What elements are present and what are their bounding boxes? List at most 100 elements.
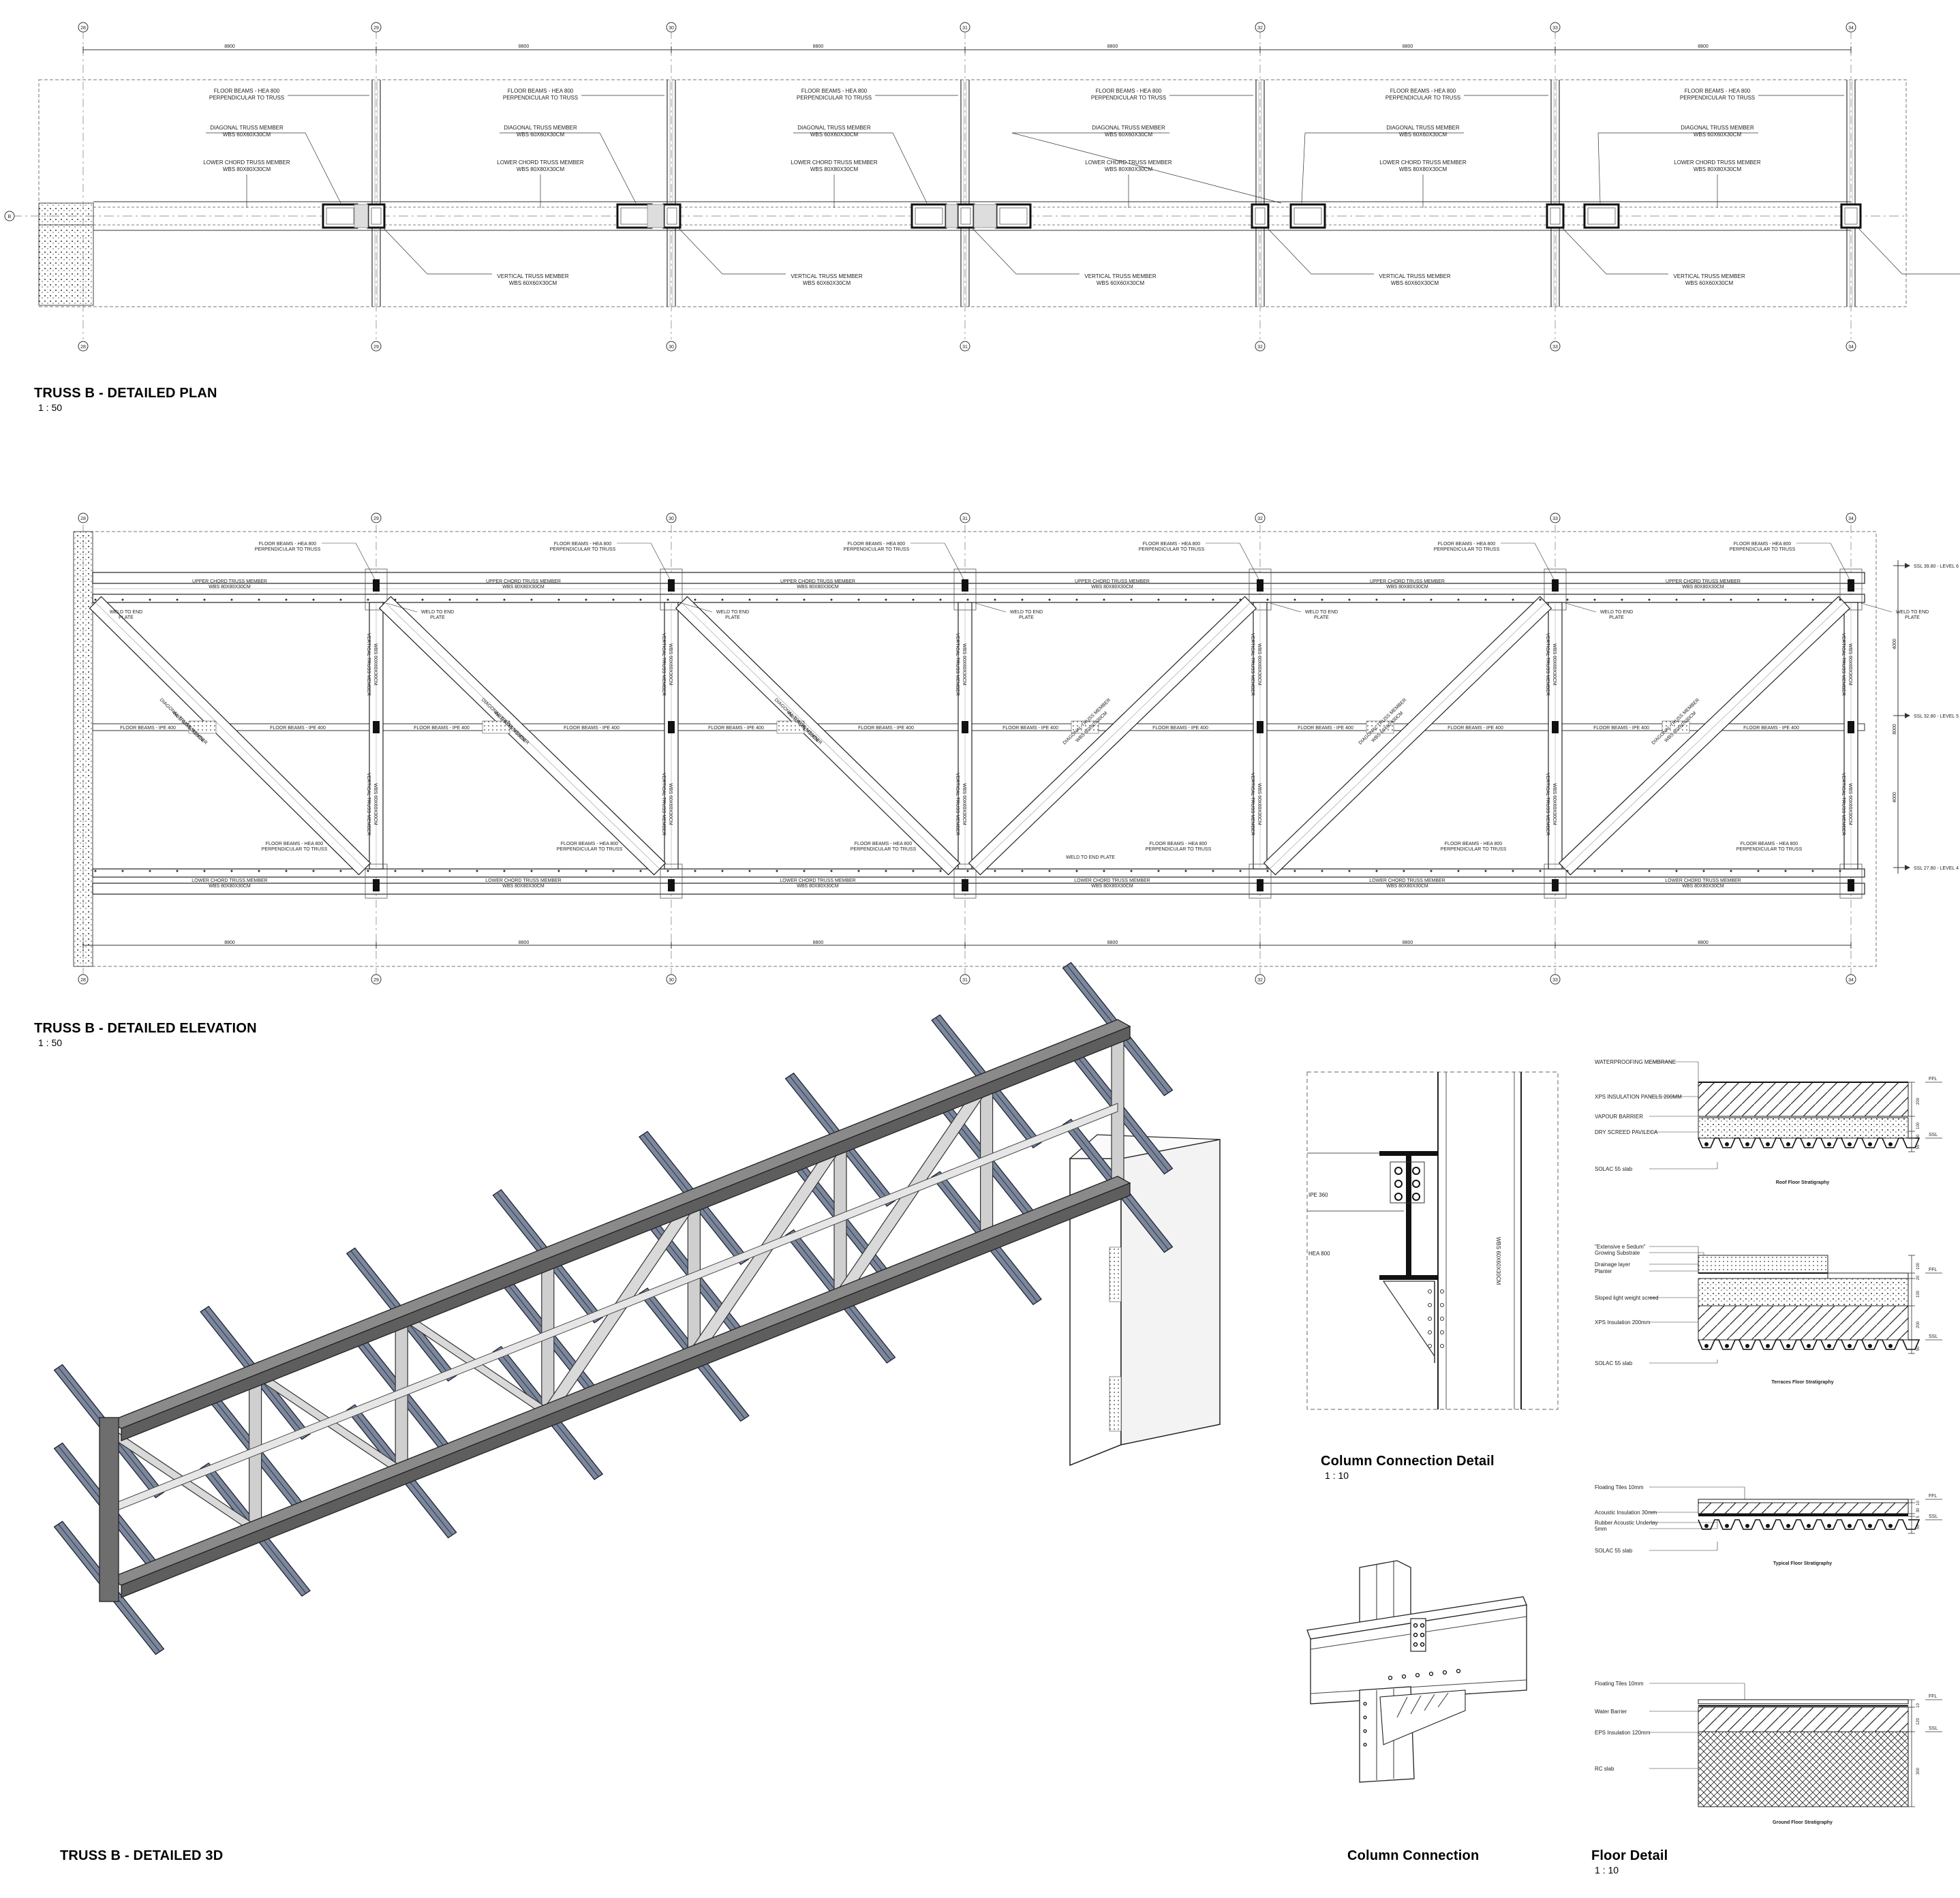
label-hea: HEA 800 [1308, 1251, 1330, 1257]
floor-layer-label: Floating Tiles 10mm [1595, 1681, 1644, 1687]
plan-leader [1301, 132, 1306, 204]
elev-bolt [557, 598, 560, 601]
elev-grid-label: 34 [1848, 978, 1854, 983]
elev-label-floor-beams: FLOOR BEAMS - HEA 800 [561, 842, 619, 846]
bolt [1412, 1180, 1420, 1188]
elev-label-vertical: WBS 60X60X30CM [668, 783, 673, 825]
elev-label-vertical: VERTICAL TRUSS MEMBER [1545, 633, 1550, 696]
elev-bolt [1403, 870, 1405, 872]
floor-caption: Typical Floor Stratigraphy [1773, 1561, 1832, 1566]
elev-label-upper-chord: WBS 80X80X30CM [1386, 585, 1428, 590]
elev-bolt [1184, 870, 1187, 872]
elev-bolt [1784, 870, 1787, 872]
iso-end-column [99, 1417, 119, 1602]
elev-label-lower-chord: LOWER CHORD TRUSS MEMBER [1369, 878, 1445, 883]
elev-upper-chord [92, 572, 1865, 584]
plan-grid-bubble [1255, 22, 1266, 33]
elev-label-lower-chord: LOWER CHORD TRUSS MEMBER [192, 878, 268, 883]
plan-grid-label: 31 [962, 26, 968, 31]
floor-rebar [1704, 1344, 1709, 1348]
floor-rebar [1888, 1142, 1893, 1146]
elev-label-floor-beams: FLOOR BEAMS - HEA 800 [259, 542, 317, 547]
view3d-title: TRUSS B - DETAILED 3D [60, 1848, 224, 1863]
elev-bolt [230, 598, 233, 601]
elev-bolt [639, 598, 642, 601]
elev-bolt [776, 870, 778, 872]
elev-level-label: SSL 27.80 - LEVEL 4 [1914, 866, 1959, 871]
plan-leader [1561, 227, 1607, 275]
elev-bolt [1157, 598, 1160, 601]
elev-label-ipe: FLOOR BEAMS - IPE 400 [270, 726, 326, 731]
elev-bolt [1811, 598, 1814, 601]
iso-wall-side [1120, 1139, 1221, 1445]
elev-label-floor-beams: PERPENDICULAR TO TRUSS [255, 547, 321, 552]
elev-node-plate [1249, 568, 1272, 611]
elev-bolt [1593, 870, 1596, 872]
elev-grid-label: 33 [1552, 517, 1558, 521]
elev-beam-section [962, 721, 968, 733]
elevation-outline [73, 531, 1877, 967]
elev-bolt [966, 870, 969, 872]
plan-label-diagonal: WBS 60X60X30CM [810, 132, 859, 138]
elev-label-vertical: VERTICAL TRUSS MEMBER [366, 633, 371, 696]
elev-bolt [885, 598, 887, 601]
elev-bolt [667, 870, 669, 872]
elev-label-vertical: VERTICAL TRUSS MEMBER [1545, 773, 1550, 836]
elev-grid-label: 34 [1848, 517, 1854, 521]
elev-beam-section [1257, 579, 1264, 592]
elev-beam-section [668, 579, 675, 592]
elev-connection-hatch [1071, 720, 1099, 734]
elev-label-floor-beams: PERPENDICULAR TO TRUSS [851, 847, 917, 852]
elev-bay-dimension: 8800 [1403, 940, 1413, 945]
elev-grid-label: 33 [1552, 978, 1558, 983]
floor-layer-label: 5mm [1595, 1526, 1607, 1532]
elev-label-upper-chord: WBS 80X80X30CM [502, 585, 545, 590]
floor-rebar [1786, 1524, 1790, 1528]
elev-node-plate [953, 863, 977, 899]
plan-grid-bubble [4, 211, 15, 221]
bracket-ribs [1396, 1692, 1449, 1718]
elev-grid-label: 31 [962, 978, 968, 983]
floor-layer-label: Drainage layer [1595, 1261, 1630, 1268]
elev-bolt [367, 598, 369, 601]
elev-bolt [1566, 598, 1569, 601]
elev-label-ipe: FLOOR BEAMS - IPE 400 [1448, 726, 1503, 731]
elev-label-vertical: WBS 60X60X30CM [1848, 643, 1852, 686]
floor-layer-label: EPS Insulation 120mm [1595, 1730, 1651, 1736]
elev-bay-dimension: 8800 [1698, 940, 1709, 945]
floor-rebar [1807, 1524, 1811, 1528]
floor-dim-value: 10 [1916, 1501, 1920, 1505]
plan-truss-member-section [1289, 203, 1326, 229]
plan-bay-dimension: 8800 [519, 44, 530, 49]
plan-grid-label: 29 [373, 26, 379, 31]
floor-rebar [1848, 1344, 1852, 1348]
elev-leader [650, 542, 671, 580]
elev-label-lower-chord: WBS 80X80X30CM [209, 884, 251, 889]
floor-rebar [1786, 1344, 1790, 1348]
elev-bolt [1593, 598, 1596, 601]
elev-leader [1534, 542, 1555, 580]
elev-label-weld: WELD TO END [1305, 610, 1338, 615]
floor-layer-label: VAPOUR BARRIER [1595, 1114, 1643, 1120]
plan-label-floor-beams: PERPENDICULAR TO TRUSS [1385, 95, 1460, 101]
elev-grid-bubble [371, 974, 382, 985]
elev-connection-hatch [1662, 720, 1690, 734]
elev-level-label: SSL 32.80 - LEVEL 5 [1914, 714, 1959, 719]
elev-lower-chord [92, 883, 1865, 895]
elev-bolt [1239, 870, 1242, 872]
floor-roof-insulation [1698, 1082, 1909, 1117]
elev-diagonal-axis [384, 602, 660, 870]
plan-label-floor-beams: FLOOR BEAMS - HEA 800 [801, 88, 868, 94]
elev-label-floor-beams: FLOOR BEAMS - HEA 800 [848, 542, 906, 547]
elev-label-upper-chord: WBS 80X80X30CM [1091, 585, 1133, 590]
elev-label-floor-beams: PERPENDICULAR TO TRUSS [1146, 847, 1212, 852]
elev-bolt [339, 598, 342, 601]
elev-bolt [285, 598, 288, 601]
elev-bolt [612, 598, 615, 601]
floor-rebar [1766, 1142, 1770, 1146]
elev-label-floor-beams: FLOOR BEAMS - HEA 800 [1438, 542, 1496, 547]
floor-dim-value: 5 [1916, 1516, 1920, 1518]
plan-leader [677, 227, 723, 275]
elev-bolt [694, 870, 696, 872]
plan-bay-dimension: 8800 [1403, 44, 1413, 49]
